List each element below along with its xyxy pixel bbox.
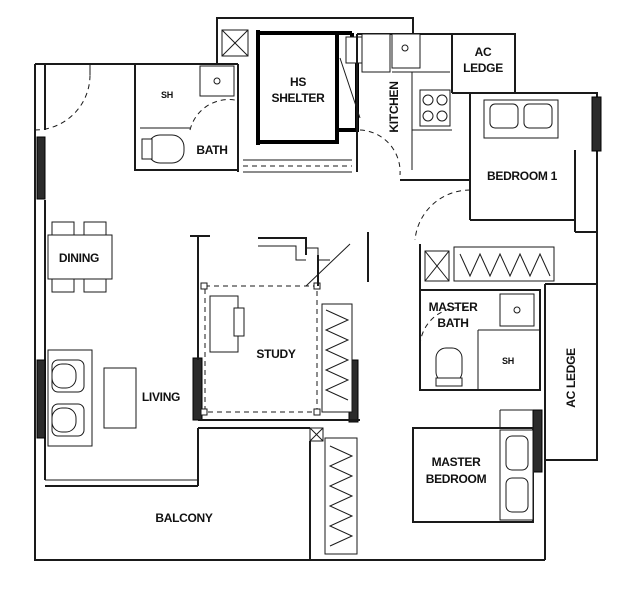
- dining-area: [34, 64, 113, 293]
- living-coffee-table: [103, 367, 137, 429]
- label-master-bath-2: BATH: [437, 316, 468, 330]
- label-dining: DINING: [59, 251, 99, 265]
- label-ac-ledge-top-1: AC: [475, 45, 492, 59]
- master-bath-toilet: [435, 347, 463, 383]
- ac-ledge-side: [544, 283, 597, 460]
- label-kitchen: KITCHEN: [387, 81, 401, 132]
- dining-table: [47, 234, 113, 280]
- study-wardrobe: [321, 303, 353, 413]
- exterior-walls: [34, 17, 598, 561]
- label-living: LIVING: [142, 390, 180, 404]
- label-ac-ledge-side: AC LEDGE: [564, 348, 578, 408]
- balcony-area: [45, 428, 311, 560]
- label-bedroom-1: BEDROOM 1: [487, 169, 558, 183]
- bedroom-1-room: [414, 93, 597, 241]
- label-study: STUDY: [256, 347, 295, 361]
- study-room: [190, 232, 369, 429]
- bath-room: [135, 63, 238, 164]
- room-labels: HS SHELTER KITCHEN AC LEDGE BEDROOM 1 SH…: [59, 45, 578, 525]
- balcony-wardrobe: [309, 427, 358, 555]
- living-area: [47, 349, 137, 447]
- window-bedroom-1: [591, 96, 602, 152]
- kitchen-hob: [419, 89, 451, 127]
- label-master-bath-1: MASTER: [429, 300, 479, 314]
- window-master-bedroom: [532, 409, 543, 473]
- label-shower-master: SH: [502, 356, 514, 366]
- kitchen-fridge: [361, 33, 391, 73]
- window-dining: [36, 136, 46, 200]
- label-bath: BATH: [196, 143, 227, 157]
- corridor-wardrobe: [419, 244, 555, 290]
- label-master-bedroom-2: BEDROOM: [426, 472, 487, 486]
- master-bedroom-room: [412, 409, 534, 523]
- kitchen-room: [356, 33, 471, 220]
- label-master-bedroom-1: MASTER: [432, 455, 482, 469]
- window-living: [36, 359, 46, 439]
- label-hs-shelter-2: SHELTER: [271, 91, 325, 105]
- study-desk: [209, 295, 239, 353]
- label-balcony: BALCONY: [155, 511, 213, 525]
- label-hs-shelter-1: HS: [290, 75, 306, 89]
- label-shower-top: SH: [161, 90, 173, 100]
- bath-toilet: [147, 134, 185, 164]
- master-bath-room: [419, 289, 541, 391]
- label-ac-ledge-top-2: LEDGE: [463, 61, 503, 75]
